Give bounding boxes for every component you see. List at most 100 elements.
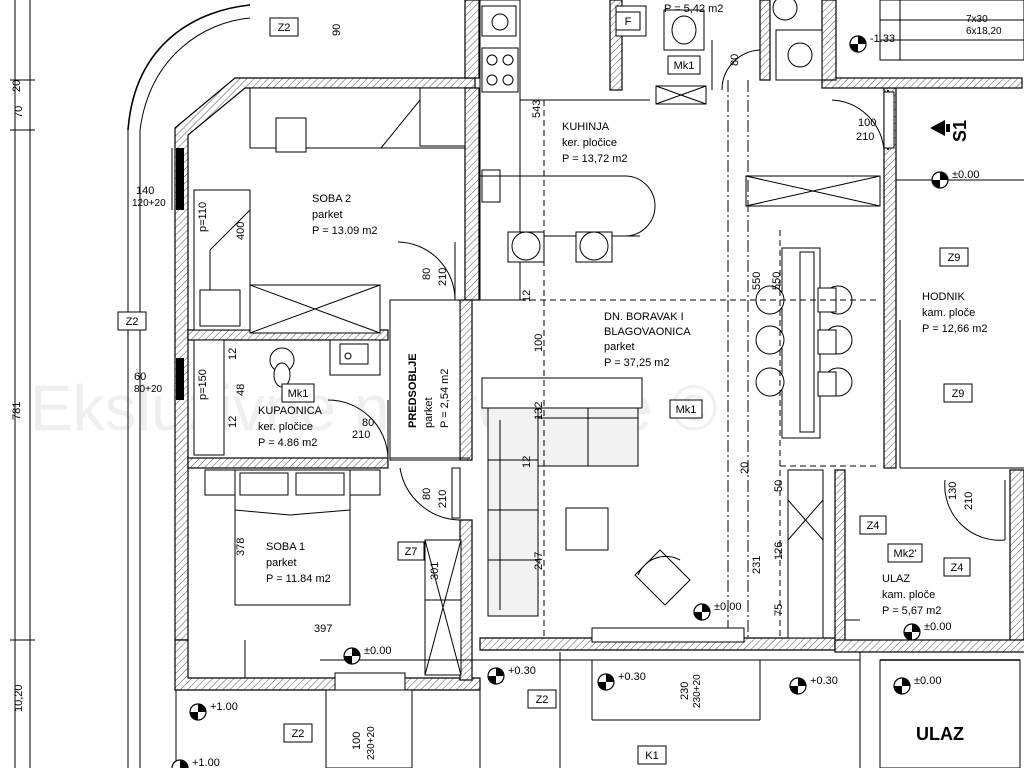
svg-text:P = 13.09 m2: P = 13.09 m2	[312, 225, 378, 237]
dim-d230: 230	[679, 682, 691, 700]
level-marker-l-hodnik	[931, 171, 949, 189]
tag-z2-bottom-left: Z2	[283, 723, 313, 743]
dim-dp110: p=110	[197, 202, 209, 232]
dim-d378: 378	[235, 538, 247, 556]
svg-text:Mk1: Mk1	[674, 60, 695, 72]
level-text-l-soba1: ±0.00	[364, 645, 391, 657]
left-dimension-chain	[10, 0, 35, 768]
dim-d20b: 20	[739, 462, 751, 474]
soba2-furniture	[193, 87, 466, 334]
dim-d100b: 100	[858, 117, 876, 129]
dim-d210d: 210	[856, 131, 874, 143]
svg-text:F: F	[625, 16, 632, 28]
svg-text:Z9: Z9	[952, 388, 965, 400]
svg-text:Z4: Z4	[951, 562, 964, 574]
svg-text:P = 13,72 m2: P = 13,72 m2	[562, 153, 628, 165]
dim-d100c: 100	[351, 732, 363, 750]
dim-d132: 132	[533, 402, 545, 420]
svg-text:kam. ploče: kam. ploče	[922, 307, 975, 319]
dim-d80d: 80	[729, 54, 741, 66]
svg-text:KUHINJA: KUHINJA	[562, 121, 610, 133]
room-label-kupaonica: KUPAONICA ker. pločice P = 4.86 m2	[258, 405, 323, 449]
dim-d781: 781	[11, 402, 23, 420]
room-label-predsoblje: PREDSOBLJE parket P = 2,54 m2	[407, 353, 451, 428]
tag-z4-b: Z4	[943, 557, 971, 577]
level-marker-l-p100b	[171, 759, 189, 768]
dim-d1020: 10,20	[13, 684, 25, 712]
svg-text:Z9: Z9	[948, 252, 961, 264]
dim-d12c: 12	[521, 290, 533, 302]
level-text-l-p100b: +1.00	[192, 757, 220, 768]
tag-z9-a: Z9	[939, 247, 969, 267]
svg-text:parket: parket	[604, 341, 635, 353]
dim-d48: 48	[235, 384, 247, 396]
svg-text:PREDSOBLJE: PREDSOBLJE	[407, 353, 419, 428]
dim-d80a: 80	[421, 268, 433, 280]
svg-text:Z4: Z4	[867, 520, 880, 532]
dim-d543: 543	[531, 100, 543, 118]
svg-text:kam. ploče: kam. ploče	[882, 589, 935, 601]
svg-text:DN. BORAVAK I: DN. BORAVAK I	[604, 311, 684, 323]
dim-d120p20: 120+20	[132, 198, 166, 209]
dim-d6x18: 6x18,20	[966, 26, 1002, 37]
svg-text:P = 11.84 m2: P = 11.84 m2	[266, 573, 331, 585]
top-wc-fixtures	[615, 0, 823, 91]
svg-text:parket: parket	[423, 397, 435, 428]
dim-d231: 231	[751, 556, 763, 574]
dim-d247: 247	[533, 552, 545, 570]
dim-d12a: 12	[227, 348, 239, 360]
balcony-curved	[127, 4, 251, 768]
dim-d210c: 210	[437, 490, 449, 508]
dim-d130: 130	[947, 482, 959, 500]
dim-d550a: 550	[751, 272, 763, 290]
predsoblje-area	[389, 299, 470, 521]
svg-text:parket: parket	[266, 557, 297, 569]
svg-text:P = 2,54 m2: P = 2,54 m2	[439, 369, 451, 428]
svg-text:Z7: Z7	[405, 546, 418, 558]
svg-text:SOBA 1: SOBA 1	[266, 541, 305, 553]
level-text-l-ulaz2: ±0.00	[914, 675, 941, 687]
svg-text:SOBA 2: SOBA 2	[312, 193, 351, 205]
svg-text:KUPAONICA: KUPAONICA	[258, 405, 323, 417]
svg-text:P = 4.86 m2: P = 4.86 m2	[258, 437, 317, 449]
tag-z2-left: Z2	[117, 311, 147, 331]
tag-z2-top: Z2	[269, 17, 299, 37]
dim-d210e: 210	[963, 492, 975, 510]
level-text-l-hodnik: ±0.00	[952, 169, 979, 181]
kuhinja-fixtures	[479, 0, 707, 301]
dim-d50: 50	[773, 480, 785, 492]
level-markers	[171, 35, 949, 768]
room-label-top: P = 5,42 m2	[664, 3, 723, 15]
level-marker-l-p030b	[597, 673, 615, 691]
ulaz-big-label: ULAZ	[916, 724, 964, 744]
dim-d230p20b: 230+20	[366, 726, 377, 760]
dim-d80c: 80	[421, 488, 433, 500]
dim-d80p20: 80+20	[134, 384, 163, 395]
dim-d7x30: 7x30	[966, 14, 988, 25]
dim-d20: 20	[11, 80, 23, 92]
room-label-hodnik: HODNIK kam. ploče P = 12,66 m2	[922, 291, 988, 335]
dim-d230p20: 230+20	[692, 674, 703, 708]
tag-mk1-c: Mk1	[669, 399, 703, 419]
hodnik-area	[831, 90, 1024, 541]
dim-d12d: 12	[521, 456, 533, 468]
room-label-soba2: SOBA 2 parket P = 13.09 m2	[312, 193, 378, 237]
level-labels: -1.33±0.00±0.00±0.00±0.00±0.00+0.30+0.30…	[192, 33, 979, 768]
dim-d70: 70	[13, 106, 25, 118]
dim-d397: 397	[314, 623, 332, 635]
stairs-top-right	[879, 0, 1024, 61]
level-text-l-p100a: +1.00	[210, 701, 238, 713]
tag-mk1-b: Mk1	[281, 383, 315, 403]
level-marker-l-boravak	[693, 603, 711, 621]
svg-text:ker. pločice: ker. pločice	[562, 137, 617, 149]
dim-d210b: 210	[352, 429, 370, 441]
level-marker-l-minus133	[849, 35, 867, 53]
dim-d550b: 550	[771, 272, 783, 290]
svg-text:Z2: Z2	[278, 22, 291, 34]
room-label-boravak: DN. BORAVAK I BLAGOVAONICA parket P = 37…	[604, 311, 691, 369]
walls	[174, 0, 1024, 691]
tag-f: F	[615, 11, 641, 31]
tag-z9-b: Z9	[943, 383, 973, 403]
